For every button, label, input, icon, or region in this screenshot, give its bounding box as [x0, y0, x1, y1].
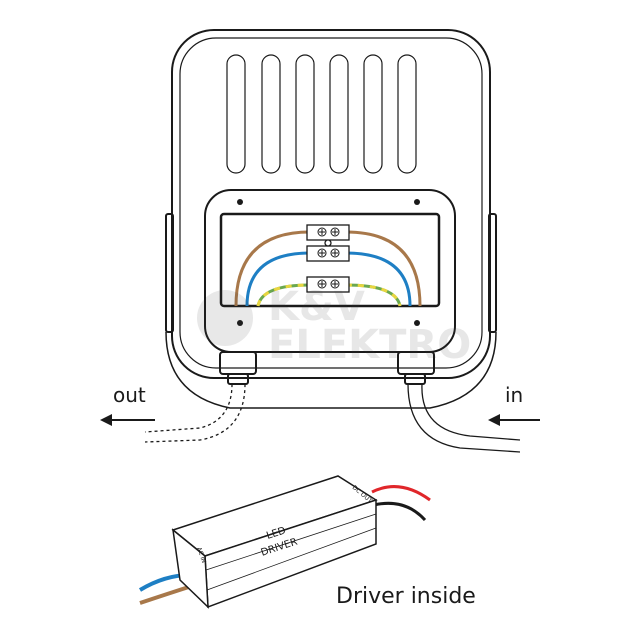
junction-box	[204, 189, 456, 353]
terminal-blocks	[306, 224, 350, 293]
terminal-screws	[317, 227, 340, 289]
junction-window	[219, 212, 441, 308]
out-cable-dashed-lower	[144, 383, 246, 443]
out-label: out	[113, 383, 146, 407]
in-label: in	[505, 383, 523, 407]
watermark-line2: ELEKTRO	[268, 322, 471, 368]
watermark: K&V ELEKTRO	[197, 284, 471, 368]
earth-wire-stripe	[256, 283, 402, 307]
in-arrow	[488, 414, 540, 426]
cooling-fins	[226, 54, 417, 174]
floodlight	[165, 29, 497, 409]
floodlight-face	[179, 37, 483, 369]
driver-grooves	[205, 513, 377, 591]
driver-end-face	[171, 528, 209, 609]
out-cable-dashed	[144, 383, 233, 433]
bracket-right	[488, 213, 497, 333]
red-wire	[371, 485, 431, 502]
cable-gland-right	[404, 373, 426, 385]
out-arrow	[100, 414, 155, 426]
watermark-line1: K&V	[268, 284, 365, 330]
cable-gland-left	[227, 373, 249, 385]
black-wire	[373, 501, 427, 522]
in-cable-upper	[421, 383, 521, 441]
terminal-neutral	[306, 245, 350, 262]
mounting-bracket	[165, 331, 497, 409]
floodlight-housing	[171, 29, 491, 379]
screws	[237, 199, 420, 326]
external-cables	[144, 383, 521, 453]
watermark-logo	[197, 290, 253, 346]
terminal-live	[306, 224, 350, 241]
terminal-earth	[306, 276, 350, 293]
driver-caption: Driver inside	[336, 584, 476, 609]
led-driver: LED DRIVER AC IN DC OUT	[138, 475, 431, 609]
foot-left	[219, 351, 257, 375]
bracket-left	[165, 213, 174, 333]
in-cable	[407, 383, 521, 453]
